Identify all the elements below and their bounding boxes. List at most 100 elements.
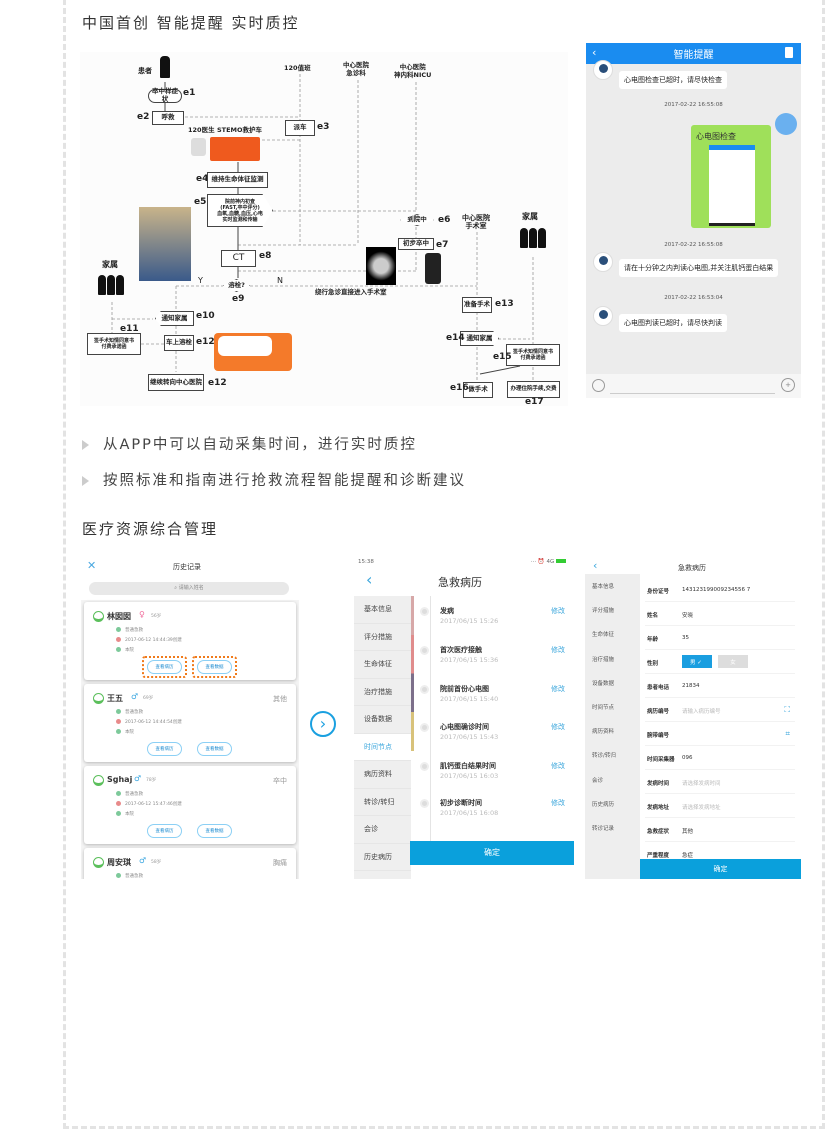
history-title: 历史记录 — [173, 563, 201, 571]
search-input[interactable]: ⌕ 请输入姓名 — [89, 582, 289, 595]
menu-item[interactable]: 设备数据 — [354, 706, 411, 734]
field-onset-address[interactable]: 发病地址请选择发病地址 — [645, 794, 795, 818]
chat-timestamp: 2017-02-22 16:55:08 — [664, 242, 723, 248]
field-symptom[interactable]: 急救症状其他 — [645, 818, 795, 842]
chat-timestamp: 2017-02-22 16:53:04 — [664, 295, 723, 301]
plus-icon[interactable]: + — [781, 378, 795, 392]
qr-scan-icon[interactable]: ⌗ — [785, 729, 790, 738]
menu-item[interactable]: 基本信息 — [354, 596, 411, 624]
edit-link[interactable]: 修改 — [551, 799, 565, 807]
record-card[interactable]: 王五 ♂ 69岁 其他 普通急救 2017-06-12 14:44:54创建 本… — [84, 684, 296, 762]
node-symptom: 卒中样症状 — [148, 87, 182, 103]
menu-item[interactable]: 基本信息 — [592, 584, 615, 591]
edit-link[interactable]: 修改 — [551, 607, 565, 615]
menu-item[interactable]: 会诊 — [354, 816, 411, 844]
mobile-stroke-unit-image — [214, 333, 292, 371]
field-onset-time[interactable]: 发病时间请选择发病时间 — [645, 770, 795, 794]
menu-item[interactable]: 生命体征 — [592, 632, 615, 639]
view-data-button[interactable]: 查看数据 — [197, 824, 232, 838]
back-icon[interactable]: ‹ — [592, 46, 597, 59]
menu-item[interactable]: 时间节点 — [592, 705, 615, 712]
scan-icon[interactable]: ⛶ — [784, 705, 790, 714]
menu-item[interactable]: 会诊 — [592, 777, 604, 784]
menu-item[interactable]: 设备数据 — [592, 680, 615, 687]
record-type: 普通急救 — [116, 791, 143, 797]
node-continue: 继续转向中心医院 — [148, 374, 204, 391]
view-record-button[interactable]: 查看病历 — [147, 660, 182, 674]
event-label: e14 — [446, 333, 465, 343]
bypass-label: 绕行急诊直接进入手术室 — [315, 288, 387, 296]
bullet-item: 从APP中可以自动采集时间，进行实时质控 — [82, 433, 417, 454]
field-record-no[interactable]: 病历编号请输入病历编号⛶ — [645, 698, 795, 722]
view-record-button[interactable]: 查看病历 — [147, 824, 182, 838]
female-icon: ♀ — [139, 610, 145, 619]
back-icon[interactable]: ‹ — [593, 559, 598, 572]
menu-item[interactable]: 评分措施 — [592, 608, 615, 615]
confirm-button[interactable]: 确定 — [410, 841, 574, 865]
voice-icon[interactable] — [592, 379, 605, 392]
gender-male-option[interactable]: 男 ✓ — [682, 655, 712, 668]
node-dispatch: 派车 — [285, 120, 315, 136]
node-ct: CT — [221, 250, 256, 267]
edit-link[interactable]: 修改 — [551, 685, 565, 693]
field-name[interactable]: 姓名安晓 — [645, 602, 795, 626]
menu-item[interactable]: 治疗措施 — [592, 656, 615, 663]
chat-input[interactable] — [610, 393, 775, 394]
family-left-icon — [98, 275, 124, 295]
menu-item[interactable]: 治疗措施 — [354, 679, 411, 706]
view-data-button[interactable]: 查看数据 — [197, 660, 232, 674]
triangle-bullet-icon — [82, 440, 89, 450]
next-arrow-icon: › — [310, 711, 336, 737]
event-label: e5 — [194, 197, 207, 207]
close-icon[interactable]: ✕ — [87, 559, 97, 572]
menu-item[interactable]: 病历资料 — [592, 729, 615, 736]
menu-item[interactable]: 历史病历 — [354, 844, 411, 871]
menu-item[interactable]: 生命体征 — [354, 651, 411, 679]
record-card[interactable]: 林囡囡 ♀ 56岁 普通急救 2017-06-12 14:44:39创建 本院 … — [84, 602, 296, 680]
bot-avatar — [593, 252, 613, 272]
menu-item-active[interactable]: 时间节点 — [354, 733, 411, 761]
view-record-button[interactable]: 查看病历 — [147, 742, 182, 756]
node-notify-right: 通知家属 — [460, 331, 499, 346]
family-right-icon — [520, 228, 546, 248]
record-card[interactable]: Sghaj ♂ 78岁 卒中 普通急救 2017-06-12 15:47:46创… — [84, 766, 296, 844]
menu-item[interactable]: 病历资料 — [354, 761, 411, 789]
lane-120: 120值班 — [284, 64, 311, 72]
menu-item[interactable]: 转诊记录 — [592, 825, 615, 832]
chat-message: 请在十分钟之内判读心电图,并关注肌钙蛋白结果 — [619, 259, 779, 277]
edit-link[interactable]: 修改 — [551, 723, 565, 731]
node-consent-right: 签手术知情同意书 付费承诺函 — [506, 344, 560, 366]
screenshot-thumbnail[interactable] — [709, 145, 755, 226]
confirm-button[interactable]: 确定 — [640, 859, 801, 879]
menu-item[interactable]: 转诊/转归 — [592, 753, 616, 760]
edit-link[interactable]: 修改 — [551, 646, 565, 654]
search-bar: ⌕ 请输入姓名 — [81, 578, 299, 600]
male-icon: ♂ — [139, 856, 147, 865]
field-severity[interactable]: 严重程度急症 — [647, 853, 694, 859]
gender-female-option[interactable]: 女 — [718, 655, 748, 668]
menu-item[interactable]: 评分措施 — [354, 624, 411, 651]
patient-name: 周安琪 — [107, 858, 131, 867]
menu-item[interactable]: 转诊/转归 — [354, 789, 411, 816]
chat-message: 心电图判读已超时，请尽快判读 — [619, 314, 727, 332]
field-wristband[interactable]: 腕带编号⌗ — [645, 722, 795, 746]
node-surgery: 做手术 — [463, 382, 493, 398]
node-initial-stroke: 初步卒中 — [398, 238, 434, 250]
doctor-icon — [191, 138, 206, 156]
chat-message: 心电图检查已超时，请尽快检查 — [619, 71, 727, 89]
event-label: e10 — [196, 311, 215, 321]
chat-input-bar: + — [586, 374, 801, 398]
view-data-button[interactable]: 查看数据 — [197, 742, 232, 756]
document-icon[interactable] — [785, 47, 793, 58]
edit-link[interactable]: 修改 — [551, 762, 565, 770]
back-icon[interactable]: ‹ — [366, 570, 373, 589]
menu-item[interactable]: 历史病历 — [592, 801, 615, 808]
record-card[interactable]: 周安琪 ♂ 58岁 胸痛 普通急救 — [84, 848, 296, 879]
